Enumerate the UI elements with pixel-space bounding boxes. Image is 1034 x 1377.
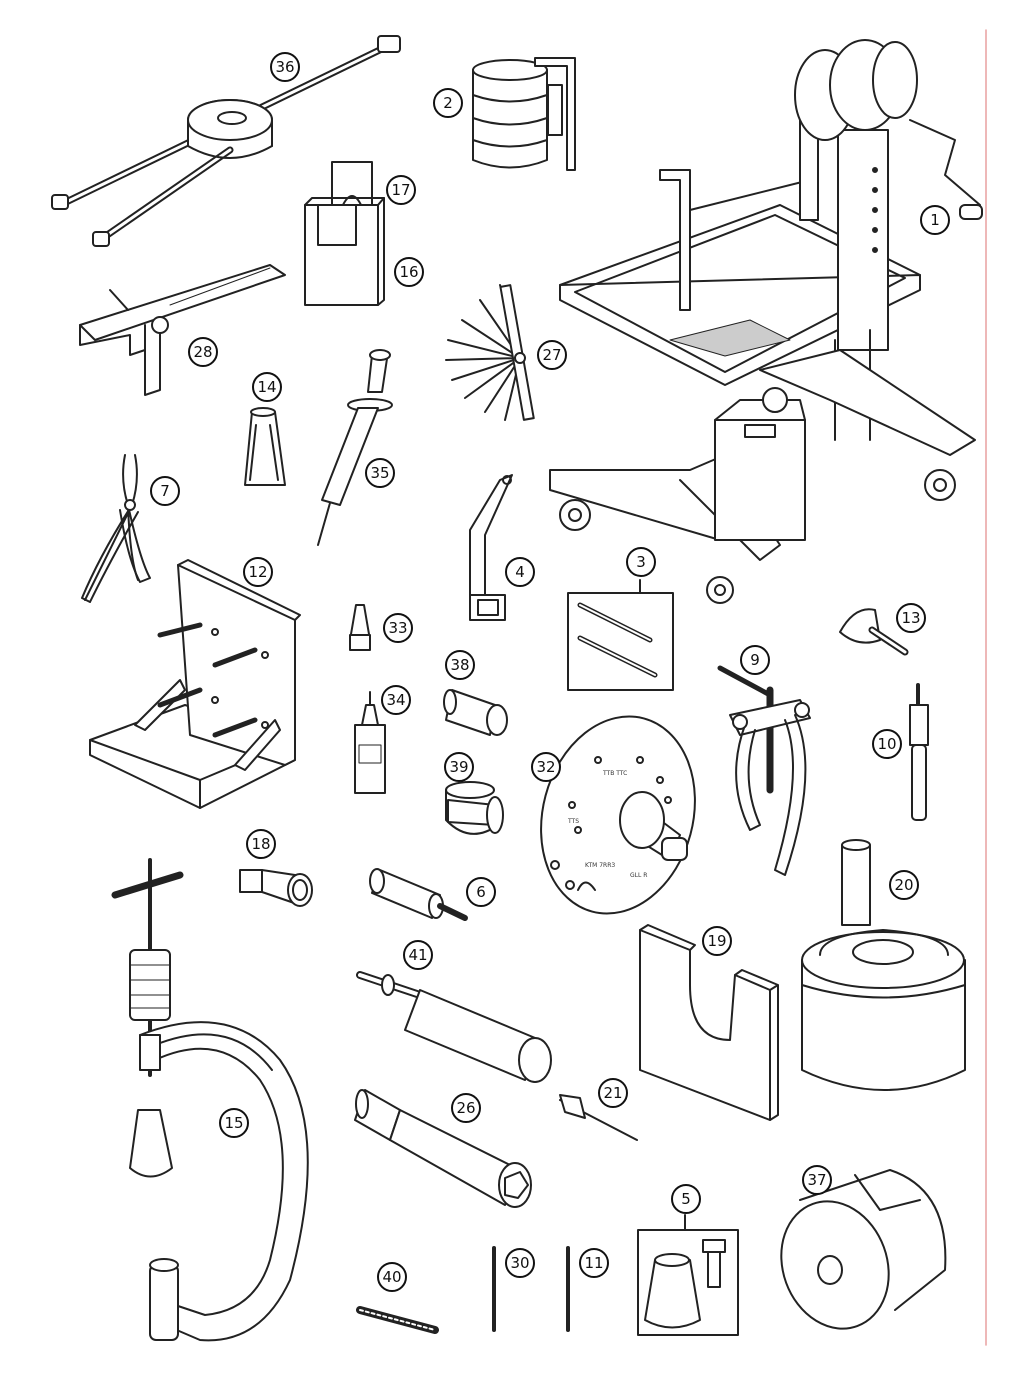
- callout-20: 20: [889, 870, 919, 900]
- tool-20-drawing: [801, 839, 966, 1091]
- callout-34: 34: [381, 685, 411, 715]
- callout-15: 15: [219, 1108, 249, 1138]
- callout-4: 4: [505, 557, 535, 587]
- callout-33: 33: [383, 613, 413, 643]
- tool-5-drawing: [637, 1214, 739, 1336]
- tool-36-puller-drawing: [51, 35, 401, 247]
- tool-34-bottle-drawing: [354, 691, 386, 794]
- callout-40: 40: [377, 1262, 407, 1292]
- tool-6-drawing: [369, 868, 468, 921]
- callout-14: 14: [252, 372, 282, 402]
- callout-27: 27: [537, 340, 567, 370]
- callout-28: 28: [188, 337, 218, 367]
- callout-9: 9: [740, 645, 770, 675]
- tool-12-angle-plate-drawing: [89, 559, 301, 809]
- tool-28-holding-wrench-drawing: [79, 264, 286, 396]
- callout-17: 17: [386, 175, 416, 205]
- callout-37: 37: [802, 1165, 832, 1195]
- callout-12: 12: [243, 557, 273, 587]
- callout-19: 19: [702, 926, 732, 956]
- tool-38-drawing: [443, 689, 508, 736]
- callout-11: 11: [579, 1248, 609, 1278]
- callout-32: 32: [531, 752, 561, 782]
- tool-35-syringe-drawing: [317, 349, 393, 546]
- callout-16: 16: [394, 257, 424, 287]
- tool-18-drawing: [239, 869, 313, 907]
- tool-26-drawing: [354, 1089, 532, 1208]
- tool-16-plate-drawing: [304, 197, 385, 306]
- tool-40-spring-drawing: [356, 1306, 439, 1334]
- tool-4-wrench-drawing: [469, 474, 513, 621]
- disc-marking-1: TTB TTC: [603, 770, 628, 777]
- callout-36: 36: [270, 52, 300, 82]
- tool-7-circlip-pliers-drawing: [81, 454, 151, 603]
- tool-9-puller-drawing: [717, 665, 811, 876]
- callout-41: 41: [403, 940, 433, 970]
- tool-15-valve-spring-compressor-drawing: [111, 858, 309, 1342]
- callout-5: 5: [671, 1184, 701, 1214]
- tool-21-drawing: [559, 1094, 638, 1141]
- callout-1: 1: [920, 205, 950, 235]
- disc-marking-3: KTM 7RR3: [585, 862, 616, 869]
- callout-7: 7: [150, 476, 180, 506]
- callout-38: 38: [445, 650, 475, 680]
- callout-30: 30: [505, 1248, 535, 1278]
- tool-1-engine-stand-drawing: [549, 39, 983, 604]
- tool-17-plate-drawing: [331, 161, 373, 208]
- tool-33-drawing: [349, 604, 371, 651]
- tool-3-bolt-set-drawing: [567, 579, 674, 691]
- tool-41-drawing: [356, 971, 552, 1083]
- disc-marking-4: GLL R: [630, 872, 648, 879]
- callout-26: 26: [451, 1093, 481, 1123]
- tool-39-drawing: [445, 781, 504, 835]
- tool-37-drawing: [780, 1169, 947, 1330]
- disc-marking-2: TTS: [568, 818, 580, 825]
- callout-6: 6: [466, 877, 496, 907]
- callout-10: 10: [872, 729, 902, 759]
- callout-35: 35: [365, 458, 395, 488]
- tool-32-disc-drawing: [540, 715, 696, 915]
- tool-14-drawing: [244, 407, 286, 486]
- callout-13: 13: [896, 603, 926, 633]
- tool-2-ring-compressor-drawing: [472, 57, 576, 171]
- callout-39: 39: [444, 752, 474, 782]
- callout-18: 18: [246, 829, 276, 859]
- callout-2: 2: [433, 88, 463, 118]
- callout-21: 21: [598, 1078, 628, 1108]
- tool-13-drawing: [839, 608, 909, 656]
- tool-27-feeler-gauge-drawing: [445, 284, 535, 421]
- tool-10-slide-hammer-drawing: [909, 683, 929, 821]
- tool-19-plate-drawing: [639, 924, 779, 1121]
- callout-3: 3: [626, 547, 656, 577]
